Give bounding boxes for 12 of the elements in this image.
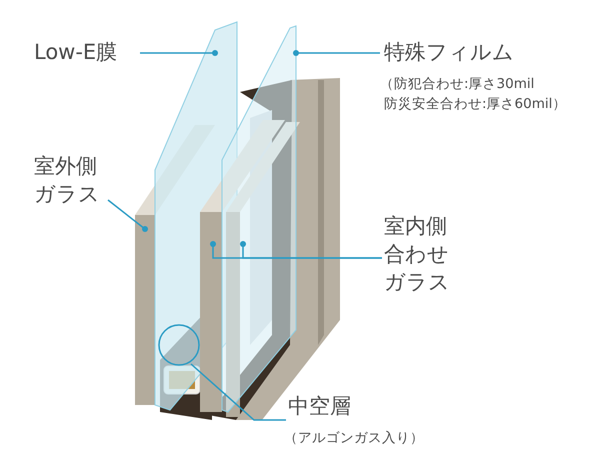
note-text: （アルゴンガス入り） [288,429,425,448]
leader-line [190,363,286,421]
leader-line [108,199,148,232]
leader-line [140,50,218,56]
leader-label: Low-E膜 [34,39,118,66]
leader-label: 室内側合わせガラス [384,213,451,296]
leader-line [293,50,380,56]
leader-label: 中空層 [288,393,352,420]
note-text: （防犯合わせ:厚さ30mil 防災安全合わせ:厚さ60mil） [384,75,568,114]
leader-label: 特殊フィルム [384,39,515,66]
leader-label: 室外側ガラス [34,153,101,208]
leader-line [240,241,382,259]
